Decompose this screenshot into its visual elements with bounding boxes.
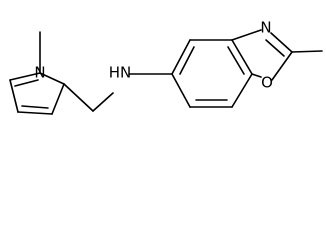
pyrrole-nitrogen-label: N	[34, 64, 45, 82]
bond-b3-b4-inner	[227, 46, 245, 75]
oxazole-nitrogen-label: N	[260, 19, 271, 37]
bond-c2-c3	[51, 83, 65, 115]
bond-b1-b2-inner	[179, 46, 195, 75]
bond-c5-n1-inner	[14, 79, 39, 87]
bond-b3-oxazole-n	[231, 29, 262, 41]
bond-b1-b2	[171, 39, 191, 75]
bond-c2-methyl	[291, 50, 323, 53]
bond-oxazole-o-b4	[251, 73, 262, 78]
bond-layer	[9, 29, 323, 115]
bond-b4-b5	[231, 73, 253, 108]
bond-b3-b4	[231, 39, 253, 75]
bond-oxazole-n-c2-inner	[265, 39, 285, 57]
molecule-diagram: N HN N O	[9, 19, 323, 115]
bond-oxazole-n-c2	[270, 32, 293, 53]
bond-c3-c4-inner	[21, 105, 49, 109]
bond-c5-n1	[9, 72, 41, 81]
bond-c3-c4	[17, 111, 53, 115]
bond-c2-ch2	[63, 83, 94, 112]
bond-n1-c2	[39, 72, 65, 85]
bond-ch2-nh	[92, 92, 114, 112]
bond-b6-b1	[171, 73, 191, 108]
bond-c4-c5	[9, 79, 19, 113]
atom-label-layer: N HN N O	[34, 19, 273, 92]
structure-canvas: N HN N O	[9, 19, 323, 115]
oxazole-oxygen-label: O	[261, 74, 273, 92]
amine-nh-label: HN	[109, 64, 132, 82]
bond-c2-oxazole-o	[271, 51, 293, 81]
